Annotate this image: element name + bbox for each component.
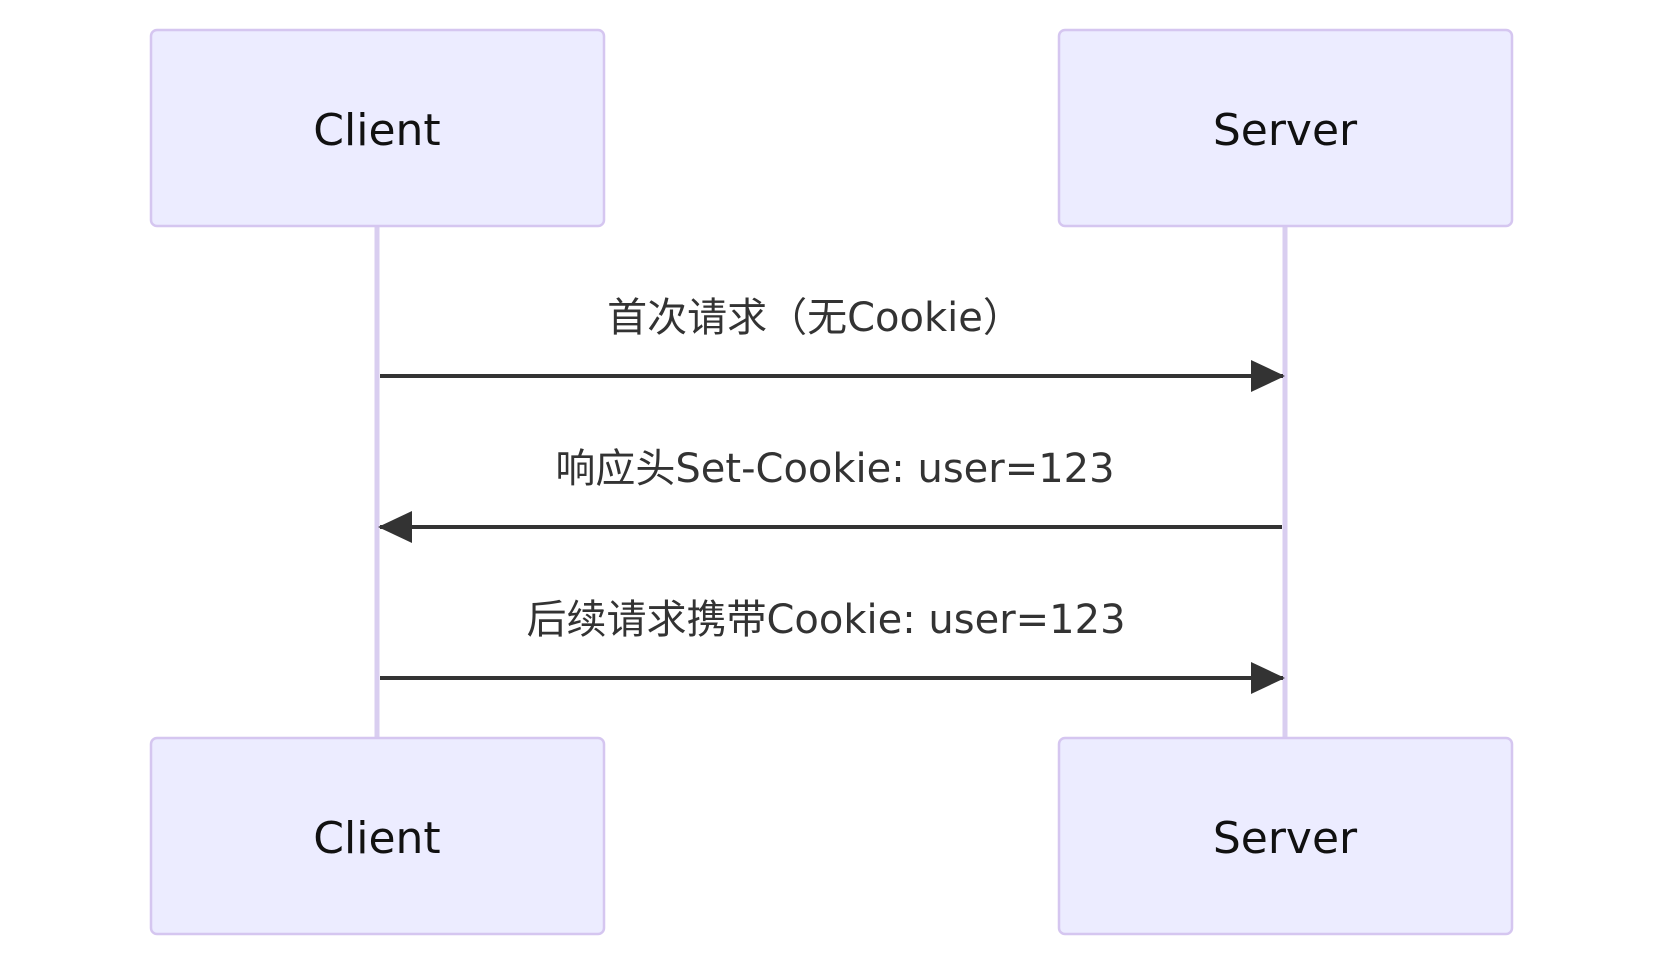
- client-actor-bottom: Client: [149, 736, 606, 936]
- server-actor-bottom-label: Server: [1213, 813, 1358, 864]
- server-actor-top: Server: [1057, 28, 1514, 228]
- message-2-label: 响应头Set-Cookie: user=123: [555, 446, 1114, 492]
- server-actor-top-label: Server: [1213, 105, 1358, 156]
- message-3: 后续请求携带Cookie: user=123: [380, 597, 1285, 694]
- message-2: 响应头Set-Cookie: user=123: [378, 446, 1282, 543]
- client-actor-bottom-label: Client: [313, 813, 440, 864]
- message-1: 首次请求（无Cookie）: [380, 295, 1285, 392]
- client-actor-top-label: Client: [313, 105, 440, 156]
- server-actor-bottom: Server: [1057, 736, 1514, 936]
- message-1-label: 首次请求（无Cookie）: [607, 295, 1023, 341]
- client-actor-top: Client: [149, 28, 606, 228]
- message-3-label: 后续请求携带Cookie: user=123: [526, 597, 1125, 643]
